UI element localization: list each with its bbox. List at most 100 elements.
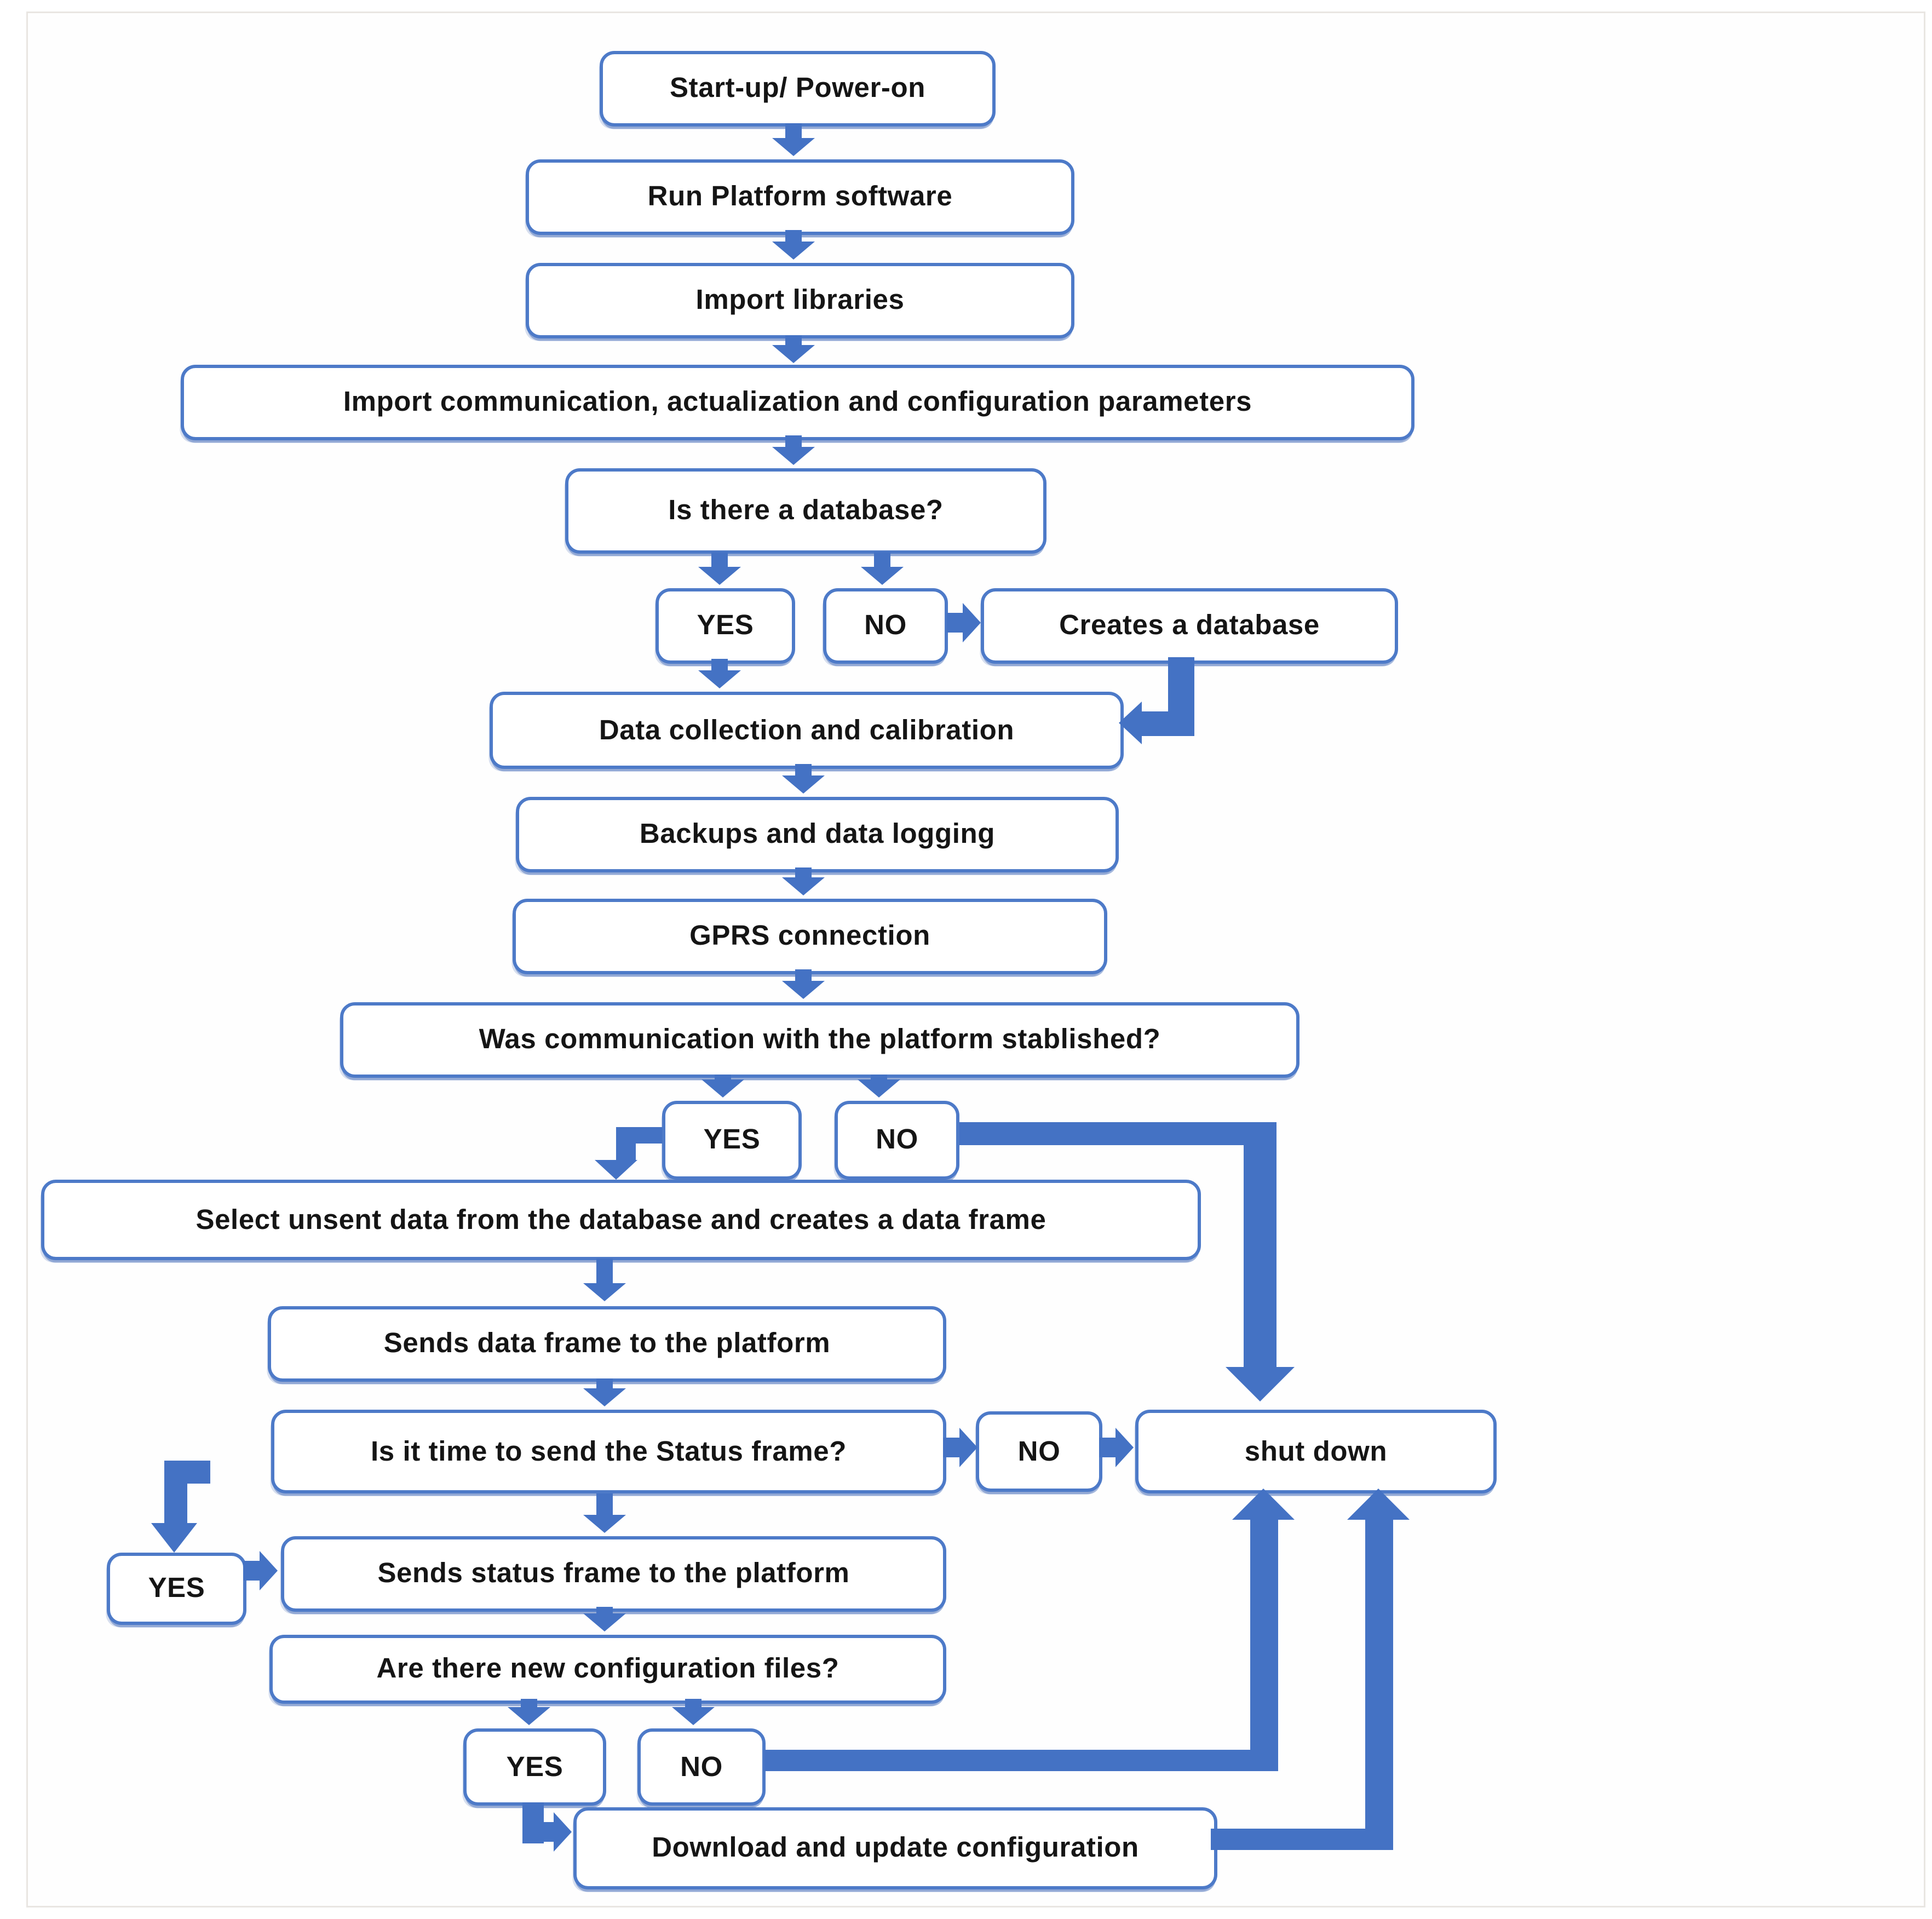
arrow-configno-horizontal <box>764 1750 1278 1771</box>
flow-arrow-head-icon <box>583 1388 626 1406</box>
flow-arrow-stem <box>874 552 890 568</box>
flow-arrow-head-icon <box>672 1707 715 1725</box>
node-label: GPRS connection <box>689 921 930 952</box>
flow-arrow-head-icon <box>260 1551 278 1590</box>
flow-arrow-head-icon <box>782 775 825 794</box>
arrow-download-vertical <box>1365 1518 1393 1850</box>
flow-arrow-head-icon <box>583 1613 626 1631</box>
arrow-download-head-icon <box>1347 1489 1410 1520</box>
flow-arrow-stem <box>1099 1438 1116 1457</box>
flow-arrow-head-icon <box>782 981 825 999</box>
node-start: Start-up/ Power-on <box>600 51 996 127</box>
node-sends-status: Sends status frame to the platform <box>281 1536 946 1612</box>
flow-arrow-head-icon <box>698 670 741 688</box>
flow-arrow-stem <box>795 764 812 777</box>
node-label: Start-up/ Power-on <box>670 73 925 105</box>
flow-arrow-head-icon <box>963 603 981 642</box>
flow-arrow-head-icon <box>959 1428 978 1467</box>
node-db-yes: YES <box>656 588 795 664</box>
flow-arrow-head-icon <box>698 567 741 585</box>
flow-arrow-head-icon <box>858 1079 900 1098</box>
node-label: YES <box>506 1751 564 1783</box>
arrow-configyes-elbow <box>544 1822 555 1842</box>
node-import-params: Import communication, actualization and … <box>181 365 1415 440</box>
node-backups: Backups and data logging <box>516 797 1119 872</box>
flow-arrow-stem <box>521 1699 537 1709</box>
flow-arrow-stem <box>785 123 802 140</box>
node-import-libraries: Import libraries <box>526 263 1074 338</box>
node-comm-yes: YES <box>662 1101 802 1180</box>
node-label: YES <box>703 1124 761 1156</box>
flow-arrow-stem <box>596 1607 613 1615</box>
node-config-no: NO <box>637 1728 766 1806</box>
flow-arrow-stem <box>711 659 728 672</box>
arrow-timeyes-elbow <box>164 1461 187 1526</box>
flow-arrow-stem <box>711 552 728 568</box>
flow-arrow-head-icon <box>772 138 815 156</box>
arrow-createsdb-elbow <box>1168 657 1194 736</box>
node-label: YES <box>148 1573 205 1605</box>
node-label: Backups and data logging <box>639 819 996 851</box>
node-new-config: Are there new configuration files? <box>269 1635 946 1704</box>
node-select-unsent: Select unsent data from the database and… <box>41 1180 1201 1260</box>
node-config-yes: YES <box>463 1728 606 1806</box>
arrow-commno-vertical <box>1244 1122 1277 1369</box>
flow-arrow-head-icon <box>772 242 815 260</box>
arrow-commyes-elbow <box>616 1127 636 1162</box>
node-label: Was communication with the platform stab… <box>479 1024 1161 1056</box>
arrow-commno-horizontal <box>959 1122 1277 1145</box>
node-was-comm: Was communication with the platform stab… <box>340 1002 1300 1078</box>
node-db-no: NO <box>823 588 948 664</box>
flow-arrow-stem <box>943 1438 959 1457</box>
flow-arrow-head-icon <box>508 1707 550 1725</box>
node-label: NO <box>864 610 907 642</box>
flow-arrow-stem <box>785 435 802 449</box>
node-data-collection: Data collection and calibration <box>490 692 1124 769</box>
node-label: YES <box>697 610 754 642</box>
flow-arrow-stem <box>795 969 812 983</box>
arrow-configyes-elbow <box>522 1802 544 1843</box>
flow-arrow-stem <box>596 1378 613 1390</box>
arrow-configno-head-icon <box>1232 1489 1295 1520</box>
node-label: Are there new configuration files? <box>376 1653 840 1685</box>
node-creates-database: Creates a database <box>981 588 1398 664</box>
node-time-yes: YES <box>107 1553 246 1625</box>
node-comm-no: NO <box>835 1101 959 1180</box>
node-label: Data collection and calibration <box>599 714 1015 746</box>
node-label: Is it time to send the Status frame? <box>371 1435 847 1467</box>
node-is-it-time: Is it time to send the Status frame? <box>271 1410 946 1493</box>
flow-arrow-stem <box>785 335 802 347</box>
flow-arrow-stem <box>596 1493 613 1516</box>
flow-arrow-stem <box>946 613 963 633</box>
node-label: Creates a database <box>1059 610 1320 642</box>
flow-arrow-head-icon <box>583 1515 626 1533</box>
node-label: Sends status frame to the platform <box>377 1558 850 1590</box>
arrow-download-horizontal <box>1211 1829 1390 1850</box>
flow-arrow-head-icon <box>861 567 904 585</box>
arrow-createsdb-head-icon <box>1119 702 1142 744</box>
arrow-configno-vertical <box>1250 1518 1278 1771</box>
flow-arrow-head-icon <box>782 877 825 895</box>
node-gprs: GPRS connection <box>513 899 1107 974</box>
arrow-createsdb-elbow <box>1142 711 1171 736</box>
node-label: Import libraries <box>695 285 905 317</box>
flow-arrow-stem <box>795 867 812 879</box>
node-label: Is there a database? <box>668 495 944 527</box>
flow-arrow-stem <box>785 230 802 243</box>
node-label: NO <box>1017 1435 1061 1467</box>
flow-arrow-head-icon <box>772 345 815 363</box>
node-is-database: Is there a database? <box>565 468 1046 554</box>
node-time-no: NO <box>976 1411 1102 1492</box>
flow-arrow-head-icon <box>583 1283 626 1301</box>
arrow-commyes-head-icon <box>595 1160 637 1180</box>
node-run-platform: Run Platform software <box>526 159 1074 235</box>
flow-arrow-stem <box>243 1561 260 1581</box>
arrow-configyes-head-icon <box>554 1812 572 1852</box>
node-label: Sends data frame to the platform <box>383 1328 831 1360</box>
flow-arrow-stem <box>685 1699 702 1709</box>
arrow-timeyes-head-icon <box>151 1523 197 1553</box>
flow-arrow-stem <box>596 1259 613 1285</box>
node-shut-down: shut down <box>1135 1410 1497 1493</box>
